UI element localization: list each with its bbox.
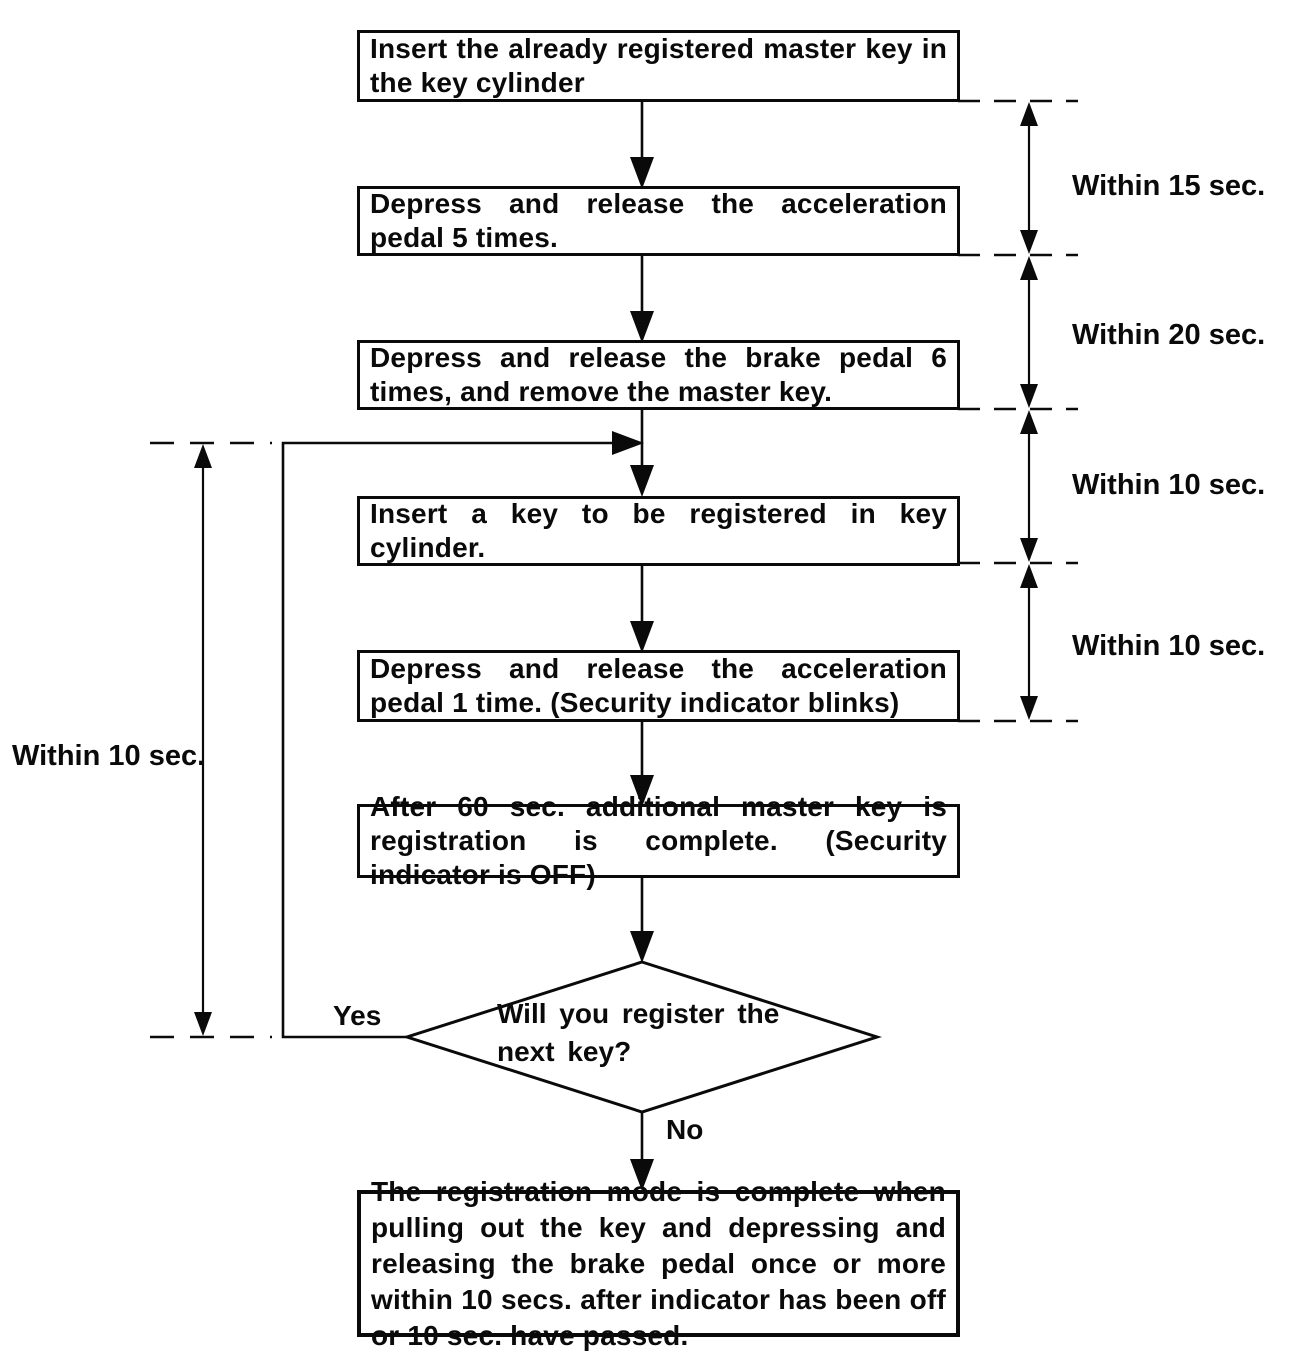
measure-arrow-up-icon (1020, 564, 1038, 588)
measure-arrow-down-icon (1020, 384, 1038, 408)
timing-label-left: Within 10 sec. (12, 740, 206, 772)
timing-label-right-3: Within 10 sec. (1072, 469, 1266, 501)
step-box-4: Insert a key to be registered in key cyl… (357, 496, 960, 566)
step-box-1: Insert the already registered master key… (357, 30, 960, 102)
step-box-2: Depress and release the acceleration ped… (357, 186, 960, 256)
measure-arrow-down-icon (1020, 538, 1038, 562)
loop-arrow-right-icon (612, 431, 644, 455)
final-text: The registration mode is complete when p… (371, 1175, 946, 1351)
loop-line (281, 441, 616, 1039)
step-box-6: After 60 sec. additional master key is r… (357, 791, 960, 890)
timing-label-right-1: Within 15 sec. (1072, 170, 1266, 202)
measure-arrow-down-icon (1020, 230, 1038, 254)
step-box-3: Depress and release the brake pedal 6 ti… (357, 340, 960, 410)
flow-arrow-down-icon (630, 775, 654, 807)
flow-arrow-down-icon (630, 157, 654, 189)
flow-arrow-down-icon (630, 931, 654, 963)
step-text-2: Depress and release the acceleration ped… (370, 188, 947, 253)
final-box: The registration mode is complete when p… (357, 1176, 960, 1351)
yes-label: Yes (333, 1000, 382, 1031)
measure-arrow-up-icon (194, 444, 212, 468)
step-text-5: Depress and release the acceleration ped… (370, 653, 947, 718)
measure-arrow-up-icon (1020, 102, 1038, 126)
measure-arrow-down-icon (1020, 696, 1038, 720)
step-text-3: Depress and release the brake pedal 6 ti… (370, 342, 947, 407)
step-text-1: Insert the already registered master key… (370, 33, 947, 98)
flow-arrow-down-icon (630, 465, 654, 497)
step-box-5: Depress and release the acceleration ped… (357, 650, 960, 722)
flow-arrow-down-icon (630, 311, 654, 343)
no-label: No (666, 1114, 704, 1145)
timing-label-right-2: Within 20 sec. (1072, 319, 1266, 351)
step-text-4: Insert a key to be registered in key cyl… (370, 498, 947, 563)
measure-arrow-up-icon (1020, 410, 1038, 434)
flow-arrow-down-icon (630, 1159, 654, 1191)
decision-diamond (402, 960, 882, 1114)
measure-arrow-up-icon (1020, 256, 1038, 280)
flow-arrow-down-icon (630, 621, 654, 653)
decision-question: Will you register the next key? (497, 998, 780, 1067)
measure-arrow-down-icon (194, 1012, 212, 1036)
timing-label-right-4: Within 10 sec. (1072, 630, 1266, 662)
step-text-6: After 60 sec. additional master key is r… (370, 791, 947, 890)
